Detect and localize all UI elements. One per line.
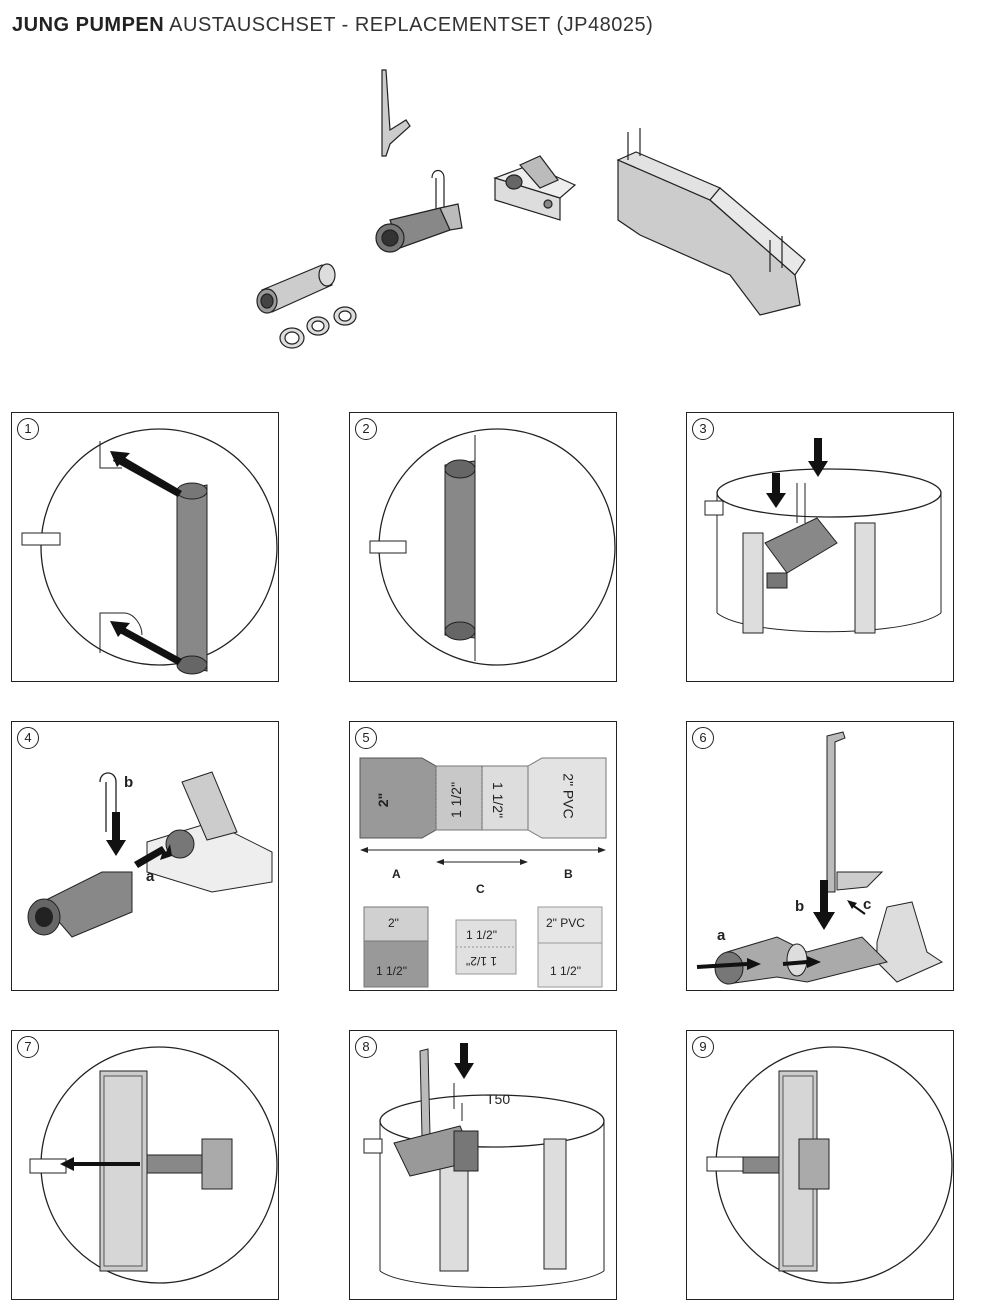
hose-clamps: [279, 306, 357, 349]
check-valve-nozzle: [375, 169, 463, 253]
dimension-label-b: B: [564, 867, 573, 881]
segment-label-2in-pvc: 2" PVC: [560, 773, 577, 819]
step-4-illustration: [27, 771, 273, 938]
adapter-hose: [256, 263, 336, 314]
dimension-label-c: C: [476, 882, 485, 896]
parts-overview-illustration: [256, 69, 806, 349]
step-number-badge: 4: [17, 727, 39, 749]
callout-label-b: b: [795, 898, 805, 915]
guide-rail: [616, 128, 806, 316]
part-a-top-label: 2": [388, 916, 399, 930]
step-9-panel: 9: [686, 1030, 954, 1300]
segment-label-2in: 2": [375, 792, 392, 808]
part-c-bottom-label: 1 1/2": [466, 954, 497, 968]
torx-size-label: T50: [486, 1091, 511, 1107]
segment-label-1-1-2in-right: 1 1/2": [490, 781, 507, 819]
mounting-bracket: [493, 155, 577, 221]
callout-label-a: a: [717, 927, 726, 944]
step-6-panel: 6 a b c: [686, 721, 954, 991]
part-a-bottom-label: 1 1/2": [376, 964, 407, 978]
step-number-badge: 7: [17, 1036, 39, 1058]
step-number-badge: 2: [355, 418, 377, 440]
step-number-badge: 5: [355, 727, 377, 749]
step-5-illustration: [359, 757, 607, 988]
step-9-illustration: [706, 1046, 953, 1284]
step-3-panel: 3: [686, 412, 954, 682]
callout-label-a: a: [146, 868, 155, 885]
step-2-panel: 2: [349, 412, 617, 682]
step-1-illustration: [21, 428, 278, 675]
callout-label-b: b: [124, 774, 134, 791]
step-2-illustration: [369, 428, 616, 666]
step-5-panel: 5 2" 1 1/2" 1 1/2" 2" PVC A C B 2" 1 1/2…: [349, 721, 617, 991]
set-title: AUSTAUSCHSET - REPLACEMENTSET (JP48025): [169, 14, 654, 36]
step-4-panel: 4 b a: [11, 721, 279, 991]
step-number-badge: 3: [692, 418, 714, 440]
handle-rod: [381, 69, 411, 157]
step-8-panel: 8 T50: [349, 1030, 617, 1300]
step-1-panel: 1: [11, 412, 279, 682]
step-number-badge: 1: [17, 418, 39, 440]
step-number-badge: 9: [692, 1036, 714, 1058]
step-7-illustration: [29, 1046, 278, 1284]
callout-label-c: c: [863, 896, 872, 913]
part-b-top-label: 2" PVC: [546, 916, 585, 930]
step-number-badge: 6: [692, 727, 714, 749]
step-number-badge: 8: [355, 1036, 377, 1058]
step-6-illustration: [696, 731, 944, 985]
dimension-label-a: A: [392, 867, 401, 881]
segment-label-1-1-2in-left: 1 1/2": [448, 781, 465, 819]
step-7-panel: 7: [11, 1030, 279, 1300]
part-b-bottom-label: 1 1/2": [550, 964, 581, 978]
step-8-illustration: [363, 1043, 605, 1288]
part-c-top-label: 1 1/2": [466, 928, 497, 942]
brand-name: JUNG PUMPEN: [12, 14, 165, 36]
step-3-illustration: [704, 438, 942, 634]
page-title: JUNG PUMPEN AUSTAUSCHSET - REPLACEMENTSE…: [12, 14, 653, 37]
